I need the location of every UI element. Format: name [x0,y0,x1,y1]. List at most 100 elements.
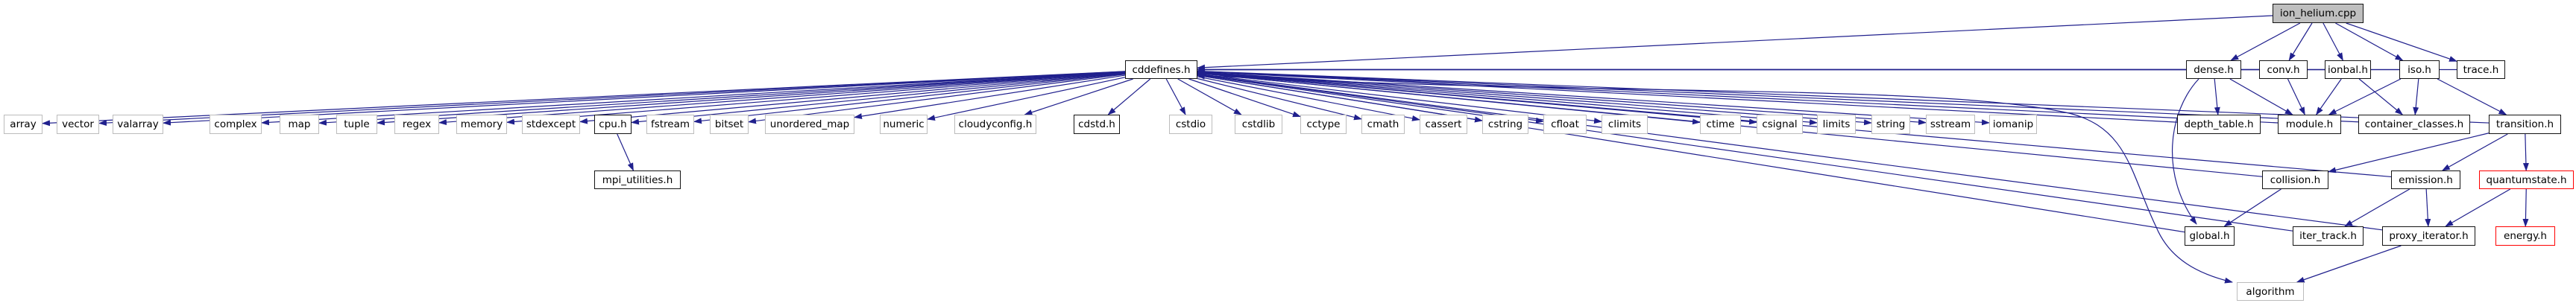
edge-emission_h-to-proxy_iterator_h [2425,188,2431,227]
node-label: trace.h [2463,63,2499,76]
node-label: cmath [1367,118,1399,130]
node-label: iomanip [1992,118,2034,130]
edge-conv_h-to-module_h [2287,78,2305,115]
edge-module_h-to-cddefines_h [1197,68,2279,124]
node-cassert: cassert [1420,115,1467,134]
node-dense_h[interactable]: dense.h [2186,60,2241,79]
node-mpi_utilities_h[interactable]: mpi_utilities.h [594,170,681,189]
edge-ionbal_h-to-module_h [2316,78,2342,115]
node-label: cdstd.h [1078,118,1115,130]
node-collision_h[interactable]: collision.h [2262,170,2328,189]
node-module_h[interactable]: module.h [2278,115,2341,134]
node-cctype: cctype [1300,115,1347,134]
edge-cddefines_h-to-tuple [377,71,1126,126]
node-label: transition.h [2495,118,2554,130]
edge-cddefines_h-to-bitset [748,74,1126,124]
node-iter_track_h[interactable]: iter_track.h [2293,226,2364,246]
node-emission_h[interactable]: emission.h [2391,170,2460,189]
node-climits: climits [1602,115,1648,134]
node-label: mpi_utilities.h [602,173,673,186]
node-map: map [280,115,319,134]
edge-cddefines_h-to-valarray [163,71,1126,126]
node-label: cstring [1487,118,1523,130]
node-label: unordered_map [769,118,850,130]
edge-cddefines_h-to-iomanip [1197,71,1990,126]
node-string: string [1871,115,1910,134]
node-csignal: csignal [1757,115,1803,134]
node-label: proxy_iterator.h [2389,230,2469,242]
node-label: cpu.h [599,118,627,130]
node-label: quantumstate.h [2486,173,2567,186]
edge-ion_helium_cpp-to-iso_h [2335,22,2404,61]
edge-iso_h-to-module_h [2328,78,2402,115]
node-limits: limits [1817,115,1856,134]
node-numeric: numeric [880,115,928,134]
edge-ion_helium_cpp-to-trace_h [2346,22,2457,62]
node-label: vector [62,118,94,130]
edge-cpu_h-to-mpi_utilities_h [617,133,634,171]
edge-cddefines_h-to-cstdio [1165,78,1186,115]
node-iso_h[interactable]: iso.h [2399,60,2440,79]
edge-cddefines_h-to-cpu_h [631,72,1126,125]
node-label: cfloat [1551,118,1579,130]
edge-transition_h-to-cddefines_h [1197,68,2490,124]
node-label: cctype [1306,118,1341,130]
node-array: array [4,115,42,134]
node-depth_table_h[interactable]: depth_table.h [2177,115,2261,134]
node-label: algorithm [2246,285,2295,298]
node-label: tuple [344,118,370,130]
node-container_classes_h[interactable]: container_classes.h [2358,115,2470,134]
edge-dense_h-to-depth_table_h [2214,78,2220,115]
edge-ion_helium_cpp-to-cddefines_h [1197,15,2273,71]
edge-ion_helium_cpp-to-ionbal_h [2323,22,2343,61]
edge-cddefines_h-to-map [318,71,1126,126]
node-algorithm: algorithm [2237,282,2304,301]
node-trace_h[interactable]: trace.h [2457,60,2505,79]
node-vector: vector [57,115,99,134]
edge-cddefines_h-to-cstdlib [1177,78,1242,115]
node-cstdlib: cstdlib [1235,115,1282,134]
node-transition_h[interactable]: transition.h [2489,115,2561,134]
edge-cddefines_h-to-cmath [1197,77,1362,121]
node-conv_h[interactable]: conv.h [2259,60,2308,79]
node-quantumstate_h[interactable]: quantumstate.h [2479,170,2574,189]
node-label: map [288,118,311,130]
node-fstream: fstream [646,115,694,134]
node-label: memory [460,118,503,130]
node-cstdio: cstdio [1169,115,1212,134]
node-global_h[interactable]: global.h [2185,226,2235,246]
node-label: cloudyconfig.h [958,118,1033,130]
edge-dense_h-to-global_h [2172,78,2199,225]
edge-iter_track_h-to-cddefines_h [1197,72,2293,232]
node-label: sstream [1930,118,1971,130]
node-cloudyconfig_h: cloudyconfig.h [954,115,1036,134]
node-cdstd_h[interactable]: cdstd.h [1074,115,1120,134]
node-label: valarray [117,118,159,130]
node-cpu_h[interactable]: cpu.h [594,115,632,134]
node-ion_helium_cpp[interactable]: ion_helium.cpp [2273,4,2364,23]
node-memory: memory [456,115,507,134]
node-energy_h[interactable]: energy.h [2495,226,2555,246]
node-proxy_iterator_h[interactable]: proxy_iterator.h [2382,226,2475,246]
node-ionbal_h[interactable]: ionbal.h [2325,60,2371,79]
edge-transition_h-to-emission_h [2441,133,2508,171]
edge-cddefines_h-to-memory [506,71,1126,125]
node-label: string [1876,118,1906,130]
node-label: global.h [2189,230,2230,242]
edge-cddefines_h-to-cdstd_h [1107,78,1151,115]
edge-cddefines_h-to-stdexcept [579,72,1126,124]
node-label: cddefines.h [1132,63,1191,76]
node-cddefines_h[interactable]: cddefines.h [1125,60,1197,79]
node-label: limits [1822,118,1851,130]
edge-quantumstate_h-to-energy_h [2522,188,2529,227]
node-label: csignal [1762,118,1798,130]
edge-proxy_iterator_h-to-algorithm [2296,245,2402,283]
edge-cddefines_h-to-cctype [1188,78,1301,118]
node-label: ctime [1706,118,1735,130]
edge-cddefines_h-to-cassert [1197,76,1420,121]
edge-cddefines_h-to-climits [1197,73,1602,124]
edge-cddefines_h-to-numeric [927,77,1126,121]
node-label: depth_table.h [2184,118,2254,130]
edge-proxy_iterator_h-to-cddefines_h [1197,72,2383,231]
node-label: ionbal.h [2327,63,2368,76]
